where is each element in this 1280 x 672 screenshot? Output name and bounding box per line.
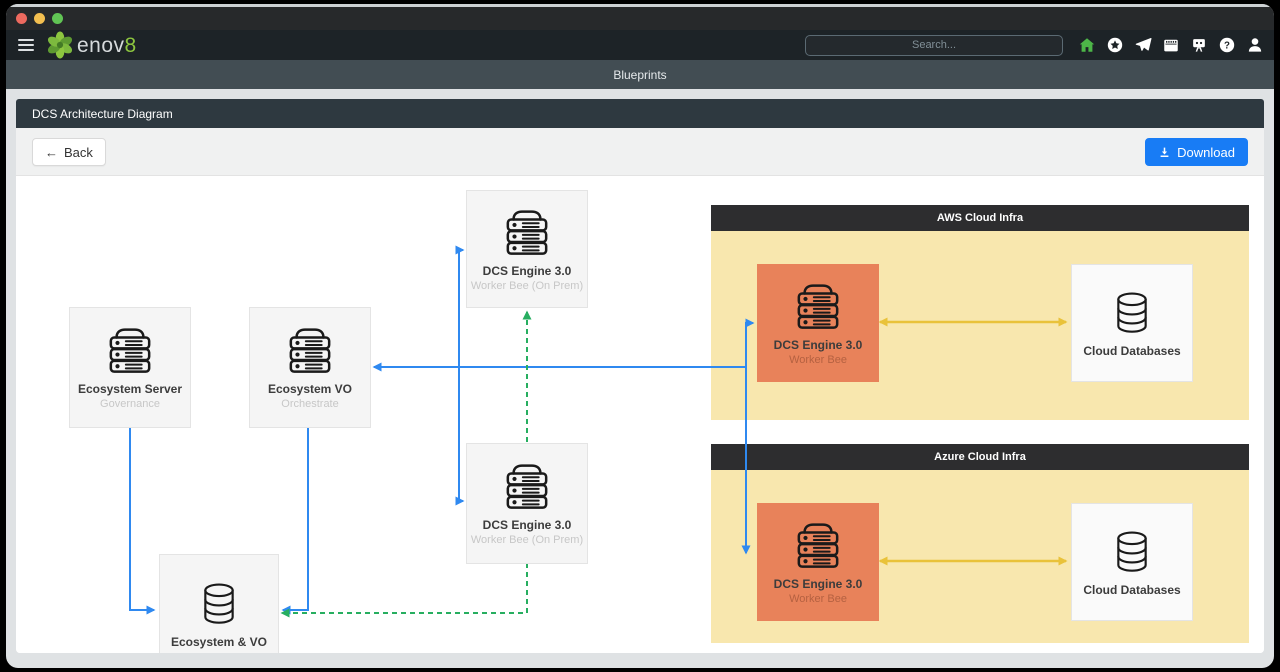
node-title: Cloud Databases (1083, 343, 1181, 358)
server-icon (791, 281, 845, 331)
star-circle-icon[interactable] (1105, 36, 1124, 55)
node-aws-cloud-databases[interactable]: Cloud Databases (1071, 264, 1193, 382)
azure-container-header: Azure Cloud Infra (711, 444, 1249, 470)
node-title: Ecosystem & VO (170, 635, 268, 649)
server-icon (500, 207, 554, 257)
node-subtitle: Worker Bee (On Prem) (470, 279, 584, 292)
node-ecosystem-and-vo[interactable]: Ecosystem & VO (159, 554, 279, 653)
database-icon (196, 580, 242, 628)
node-title: DCS Engine 3.0 (773, 576, 863, 591)
breadcrumb-title: Blueprints (613, 67, 667, 82)
window-titlebar (6, 7, 1274, 30)
node-subtitle: Worker Bee (On Prem) (470, 534, 584, 546)
node-subtitle: Worker Bee (789, 353, 847, 366)
node-title: Ecosystem Server (77, 382, 183, 396)
minimize-window-button[interactable] (34, 13, 45, 24)
server-icon (283, 325, 337, 375)
server-icon (500, 461, 554, 511)
window-top-edge (6, 4, 1274, 7)
node-subtitle: Worker Bee (789, 592, 847, 605)
node-title: Ecosystem VO (267, 382, 353, 396)
node-dcs-engine-onprem-top[interactable]: DCS Engine 3.0 Worker Bee (On Prem) (466, 190, 588, 308)
panel-body: ← Back Download AWS Cloud Infra (16, 128, 1264, 653)
calendar-icon[interactable] (1161, 36, 1180, 55)
node-title: DCS Engine 3.0 (773, 337, 863, 352)
enov8-logo[interactable]: enov8 (46, 31, 137, 59)
database-icon (1109, 289, 1155, 337)
node-title: DCS Engine 3.0 (482, 263, 572, 278)
user-icon[interactable] (1245, 36, 1264, 55)
maximize-window-button[interactable] (52, 13, 63, 24)
back-arrow-icon: ← (45, 144, 58, 160)
back-button[interactable]: ← Back (32, 138, 106, 166)
logo-text: enov8 (77, 33, 137, 57)
top-navbar: enov8 (6, 30, 1274, 60)
database-icon (1109, 528, 1155, 576)
close-window-button[interactable] (16, 13, 27, 24)
aws-container-header: AWS Cloud Infra (711, 205, 1249, 231)
node-title: Cloud Databases (1083, 582, 1181, 597)
toolbar: ← Back Download (16, 128, 1264, 176)
app-window: enov8 Blueprints DCS Architecture Diagra… (6, 4, 1274, 668)
architecture-diagram: AWS Cloud Infra Azure Cloud Infra (16, 176, 1264, 653)
server-icon (103, 325, 157, 375)
home-icon[interactable] (1077, 36, 1096, 55)
panel-header: DCS Architecture Diagram (16, 99, 1264, 128)
kiosk-icon[interactable] (1189, 36, 1208, 55)
download-button[interactable]: Download (1145, 138, 1248, 166)
help-icon[interactable] (1217, 36, 1236, 55)
node-dcs-engine-onprem-mid[interactable]: DCS Engine 3.0 Worker Bee (On Prem) (466, 443, 588, 564)
server-icon (791, 520, 845, 570)
enov8-flower-icon (46, 31, 74, 59)
node-subtitle: Governance (100, 398, 160, 410)
page-content: DCS Architecture Diagram ← Back Download… (6, 89, 1274, 653)
hamburger-menu-icon[interactable] (18, 39, 34, 51)
node-azure-cloud-databases[interactable]: Cloud Databases (1071, 503, 1193, 621)
breadcrumb-bar: Blueprints (6, 60, 1274, 89)
node-ecosystem-server[interactable]: Ecosystem Server Governance (69, 307, 191, 428)
download-icon (1158, 146, 1171, 159)
search-input[interactable] (805, 34, 1063, 56)
node-subtitle: Orchestrate (281, 398, 339, 410)
page-title: DCS Architecture Diagram (32, 106, 173, 121)
node-azure-dcs-engine[interactable]: DCS Engine 3.0 Worker Bee (757, 503, 879, 621)
navbar-icons (1077, 36, 1264, 55)
node-title: DCS Engine 3.0 (482, 518, 572, 532)
send-icon[interactable] (1133, 36, 1152, 55)
node-aws-dcs-engine[interactable]: DCS Engine 3.0 Worker Bee (757, 264, 879, 382)
node-ecosystem-vo[interactable]: Ecosystem VO Orchestrate (249, 307, 371, 428)
